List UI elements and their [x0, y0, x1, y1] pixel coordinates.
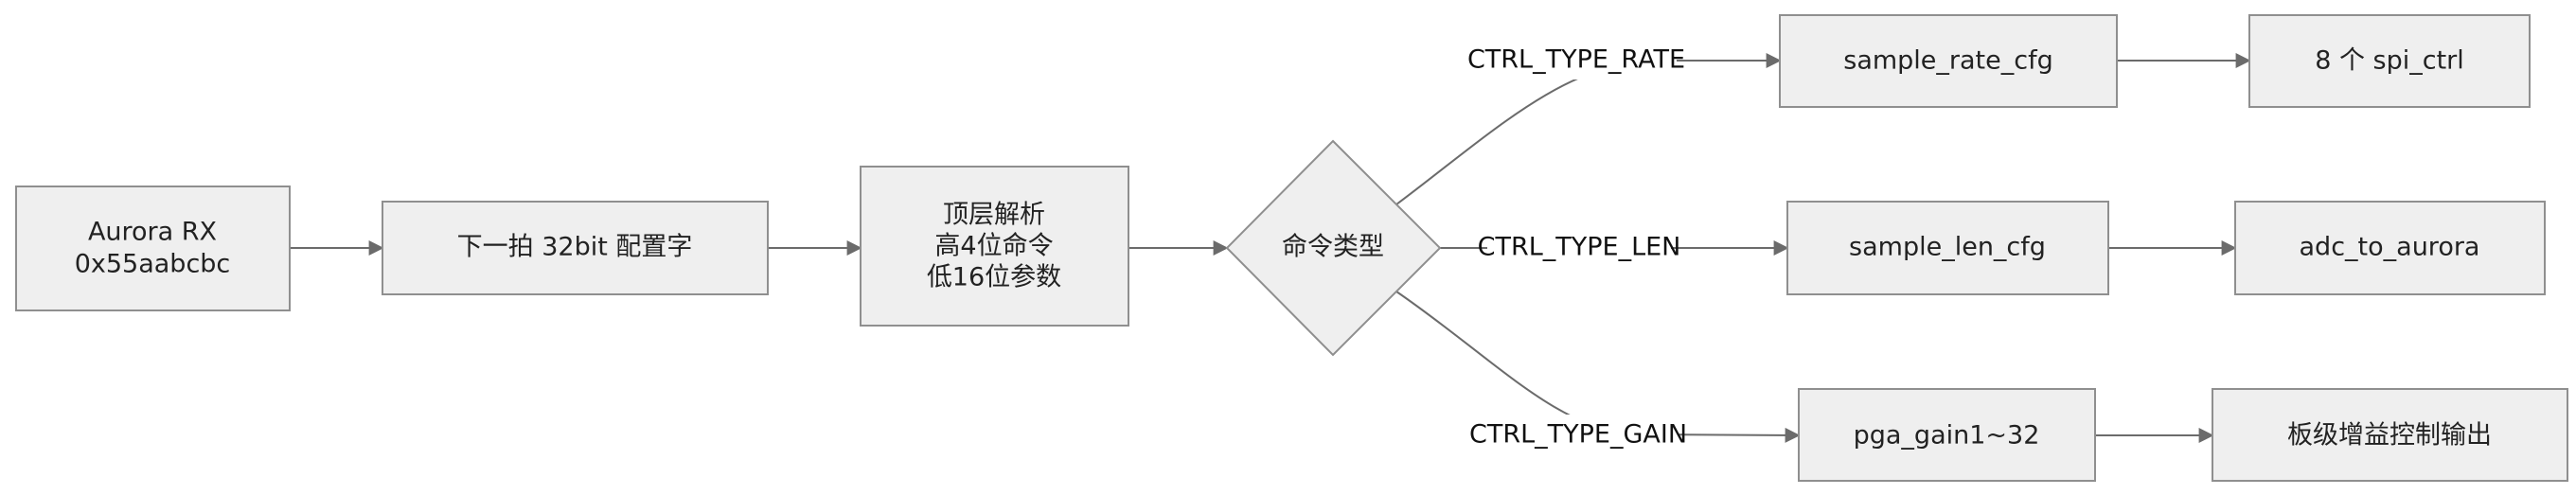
edge-label-rate-bg: [1476, 40, 1677, 80]
node-sample-len-cfg-label: sample_len_cfg: [1849, 233, 2046, 262]
node-pga-gain: pga_gain1~32: [1798, 388, 2096, 482]
node-top-parse: 顶层解析 高4位命令 低16位参数: [860, 166, 1129, 327]
node-next-beat-label: 下一拍 32bit 配置字: [457, 233, 693, 262]
node-aurora-rx-line1: Aurora RX: [88, 218, 217, 247]
node-adc-to-aurora-box: [2234, 201, 2546, 295]
node-cmd-type-label: 命令类型: [1282, 233, 1384, 262]
node-cmd-type-diamond: [1225, 139, 1442, 357]
node-sample-len-cfg: sample_len_cfg: [1786, 201, 2109, 295]
node-sample-rate-cfg-label: sample_rate_cfg: [1843, 46, 2053, 76]
node-spi-ctrl-box: [2248, 14, 2531, 108]
edge-labels: CTRL_TYPE_RATE CTRL_TYPE_LEN CTRL_TYPE_G…: [1467, 40, 1687, 454]
edge-label-gain-bg: [1479, 415, 1678, 454]
node-board-gain-label: 板级增益控制输出: [2287, 421, 2492, 451]
node-adc-to-aurora: adc_to_aurora: [2234, 201, 2546, 295]
node-spi-ctrl-label: 8 个 spi_ctrl: [2315, 46, 2464, 76]
node-cmd-type: 命令类型: [1225, 139, 1442, 357]
edge-label-gain: CTRL_TYPE_GAIN: [1469, 420, 1687, 450]
node-aurora-rx-line2: 0x55aabcbc: [75, 250, 231, 279]
node-sample-len-cfg-box: [1786, 201, 2109, 295]
node-adc-to-aurora-label: adc_to_aurora: [2300, 233, 2480, 262]
node-next-beat: 下一拍 32bit 配置字: [382, 201, 769, 295]
node-board-gain: 板级增益控制输出: [2212, 388, 2568, 482]
edge-label-len-bg: [1487, 228, 1671, 268]
edge-label-rate: CTRL_TYPE_RATE: [1467, 45, 1685, 75]
node-aurora-rx: Aurora RX 0x55aabcbc: [15, 186, 291, 311]
node-next-beat-box: [382, 201, 769, 295]
node-sample-rate-cfg-box: [1779, 14, 2118, 108]
node-top-parse-line1: 顶层解析: [943, 201, 1045, 230]
node-sample-rate-cfg: sample_rate_cfg: [1779, 14, 2118, 108]
node-pga-gain-box: [1798, 388, 2096, 482]
node-top-parse-line2: 高4位命令: [934, 232, 1053, 261]
node-board-gain-box: [2212, 388, 2568, 482]
edge-cmd-type-to-sample-rate-cfg: [1395, 53, 1782, 205]
node-spi-ctrl: 8 个 spi_ctrl: [2248, 14, 2531, 108]
node-top-parse-line3: 低16位参数: [927, 263, 1061, 292]
edge-cmd-type-to-pga-gain: [1395, 291, 1801, 443]
node-pga-gain-label: pga_gain1~32: [1854, 421, 2040, 451]
node-aurora-rx-box: [15, 186, 291, 311]
edge-label-len: CTRL_TYPE_LEN: [1478, 233, 1681, 262]
node-top-parse-box: [860, 166, 1129, 327]
